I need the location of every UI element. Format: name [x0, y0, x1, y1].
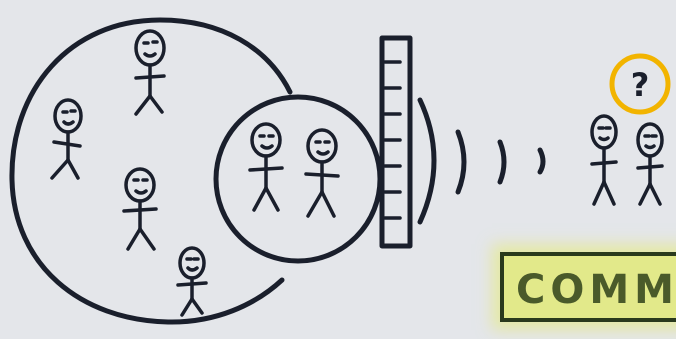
stick-figure-outsider-right: [638, 124, 662, 204]
stick-figure-top: [136, 31, 164, 114]
stick-figure-bottom: [178, 248, 206, 315]
inner-group-circle: [216, 97, 380, 261]
stick-figure-outsider-left: [592, 116, 616, 204]
barrier-wall: [382, 38, 410, 246]
stick-figure-inner-right: [306, 130, 338, 216]
question-mark: ?: [631, 66, 650, 104]
community-label-sticker: COMMU: [500, 252, 676, 322]
stick-figure-left: [52, 100, 81, 178]
sound-waves: [420, 100, 543, 222]
stick-figure-inner-left: [250, 124, 282, 210]
stick-figure-middle: [124, 169, 156, 249]
